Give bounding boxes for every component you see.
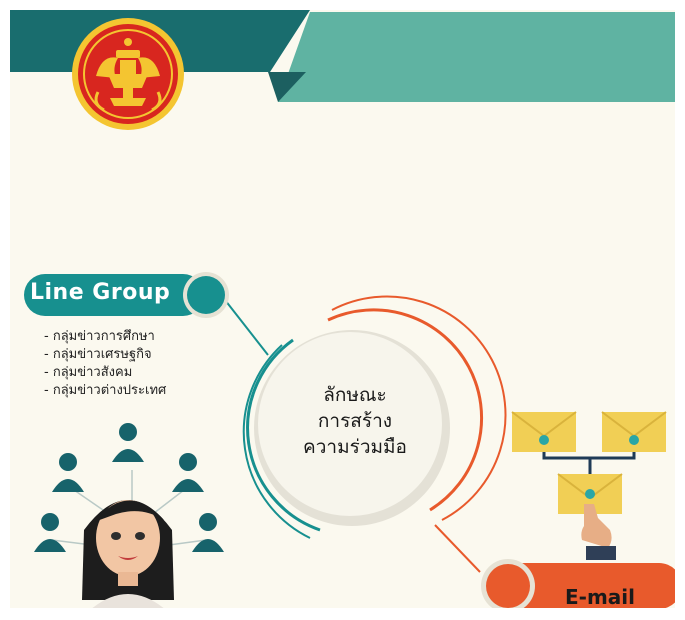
center-line-2: การสร้าง — [317, 410, 393, 432]
line-group-list: - กลุ่มข่าวการศึกษา - กลุ่มข่าวเศรษฐกิจ … — [44, 328, 166, 400]
list-item: - กลุ่มข่าวเศรษฐกิจ — [44, 347, 152, 362]
center-title: ลักษณะ การสร้าง ความร่วมมือ — [280, 382, 430, 460]
list-item: - กลุ่มข่าวการศึกษา — [44, 329, 155, 344]
content-panel: Line Group - กลุ่มข่าวการศึกษา - กลุ่มข่… — [10, 10, 675, 608]
parliament-emblem-icon — [72, 18, 184, 130]
list-item: - กลุ่มข่าวสังคม — [44, 365, 133, 380]
center-line-1: ลักษณะ — [323, 384, 387, 406]
line-group-pill — [24, 272, 229, 318]
email-label: E-mail — [565, 585, 636, 608]
center-ring — [224, 295, 507, 573]
email-pill — [481, 559, 675, 608]
people-network-illustration — [34, 423, 224, 608]
list-item: - กลุ่มข่าวต่างประเทศ — [44, 383, 167, 398]
email-network-illustration — [511, 411, 667, 560]
center-line-3: ความร่วมมือ — [303, 436, 407, 458]
line-group-title: Line Group — [30, 280, 171, 305]
